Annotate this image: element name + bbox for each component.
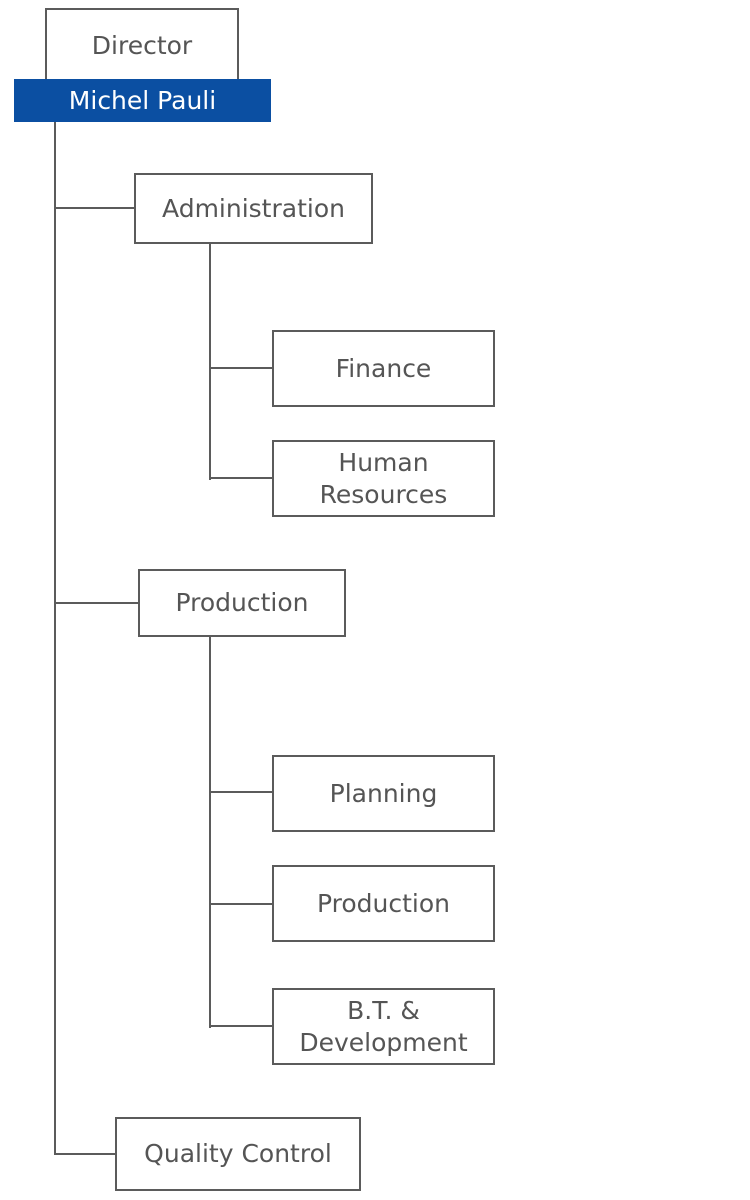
- director-box: Director: [45, 8, 239, 82]
- department-label: Administration: [162, 193, 345, 223]
- department-production: Production: [138, 569, 346, 637]
- unit-label: Human Resources: [319, 447, 448, 509]
- branch-line-bt-development: [209, 1025, 273, 1027]
- branch-line-quality-control: [54, 1153, 116, 1155]
- unit-finance: Finance: [272, 330, 495, 407]
- unit-label: B.T. & Development: [299, 995, 468, 1057]
- director-name: Michel Pauli: [68, 86, 217, 115]
- unit-label: Finance: [335, 353, 432, 383]
- department-label: Quality Control: [144, 1139, 332, 1168]
- branch-line-administration: [54, 207, 135, 209]
- main-trunk-line: [54, 121, 56, 1155]
- branch-line-planning: [209, 791, 273, 793]
- unit-bt-development: B.T. & Development: [272, 988, 495, 1065]
- director-name-bar: Michel Pauli: [14, 79, 271, 122]
- branch-line-finance: [209, 367, 273, 369]
- unit-human-resources: Human Resources: [272, 440, 495, 517]
- unit-label: Production: [316, 888, 450, 918]
- unit-planning: Planning: [272, 755, 495, 832]
- unit-production: Production: [272, 865, 495, 942]
- administration-trunk-line: [209, 243, 211, 480]
- branch-line-production-sub: [209, 903, 273, 905]
- department-administration: Administration: [134, 173, 373, 244]
- department-label: Production: [175, 588, 309, 617]
- production-trunk-line: [209, 636, 211, 1028]
- unit-label: Planning: [329, 778, 438, 808]
- branch-line-human-resources: [209, 477, 273, 479]
- branch-line-production: [54, 602, 139, 604]
- department-quality-control: Quality Control: [115, 1117, 361, 1191]
- director-title: Director: [91, 31, 193, 60]
